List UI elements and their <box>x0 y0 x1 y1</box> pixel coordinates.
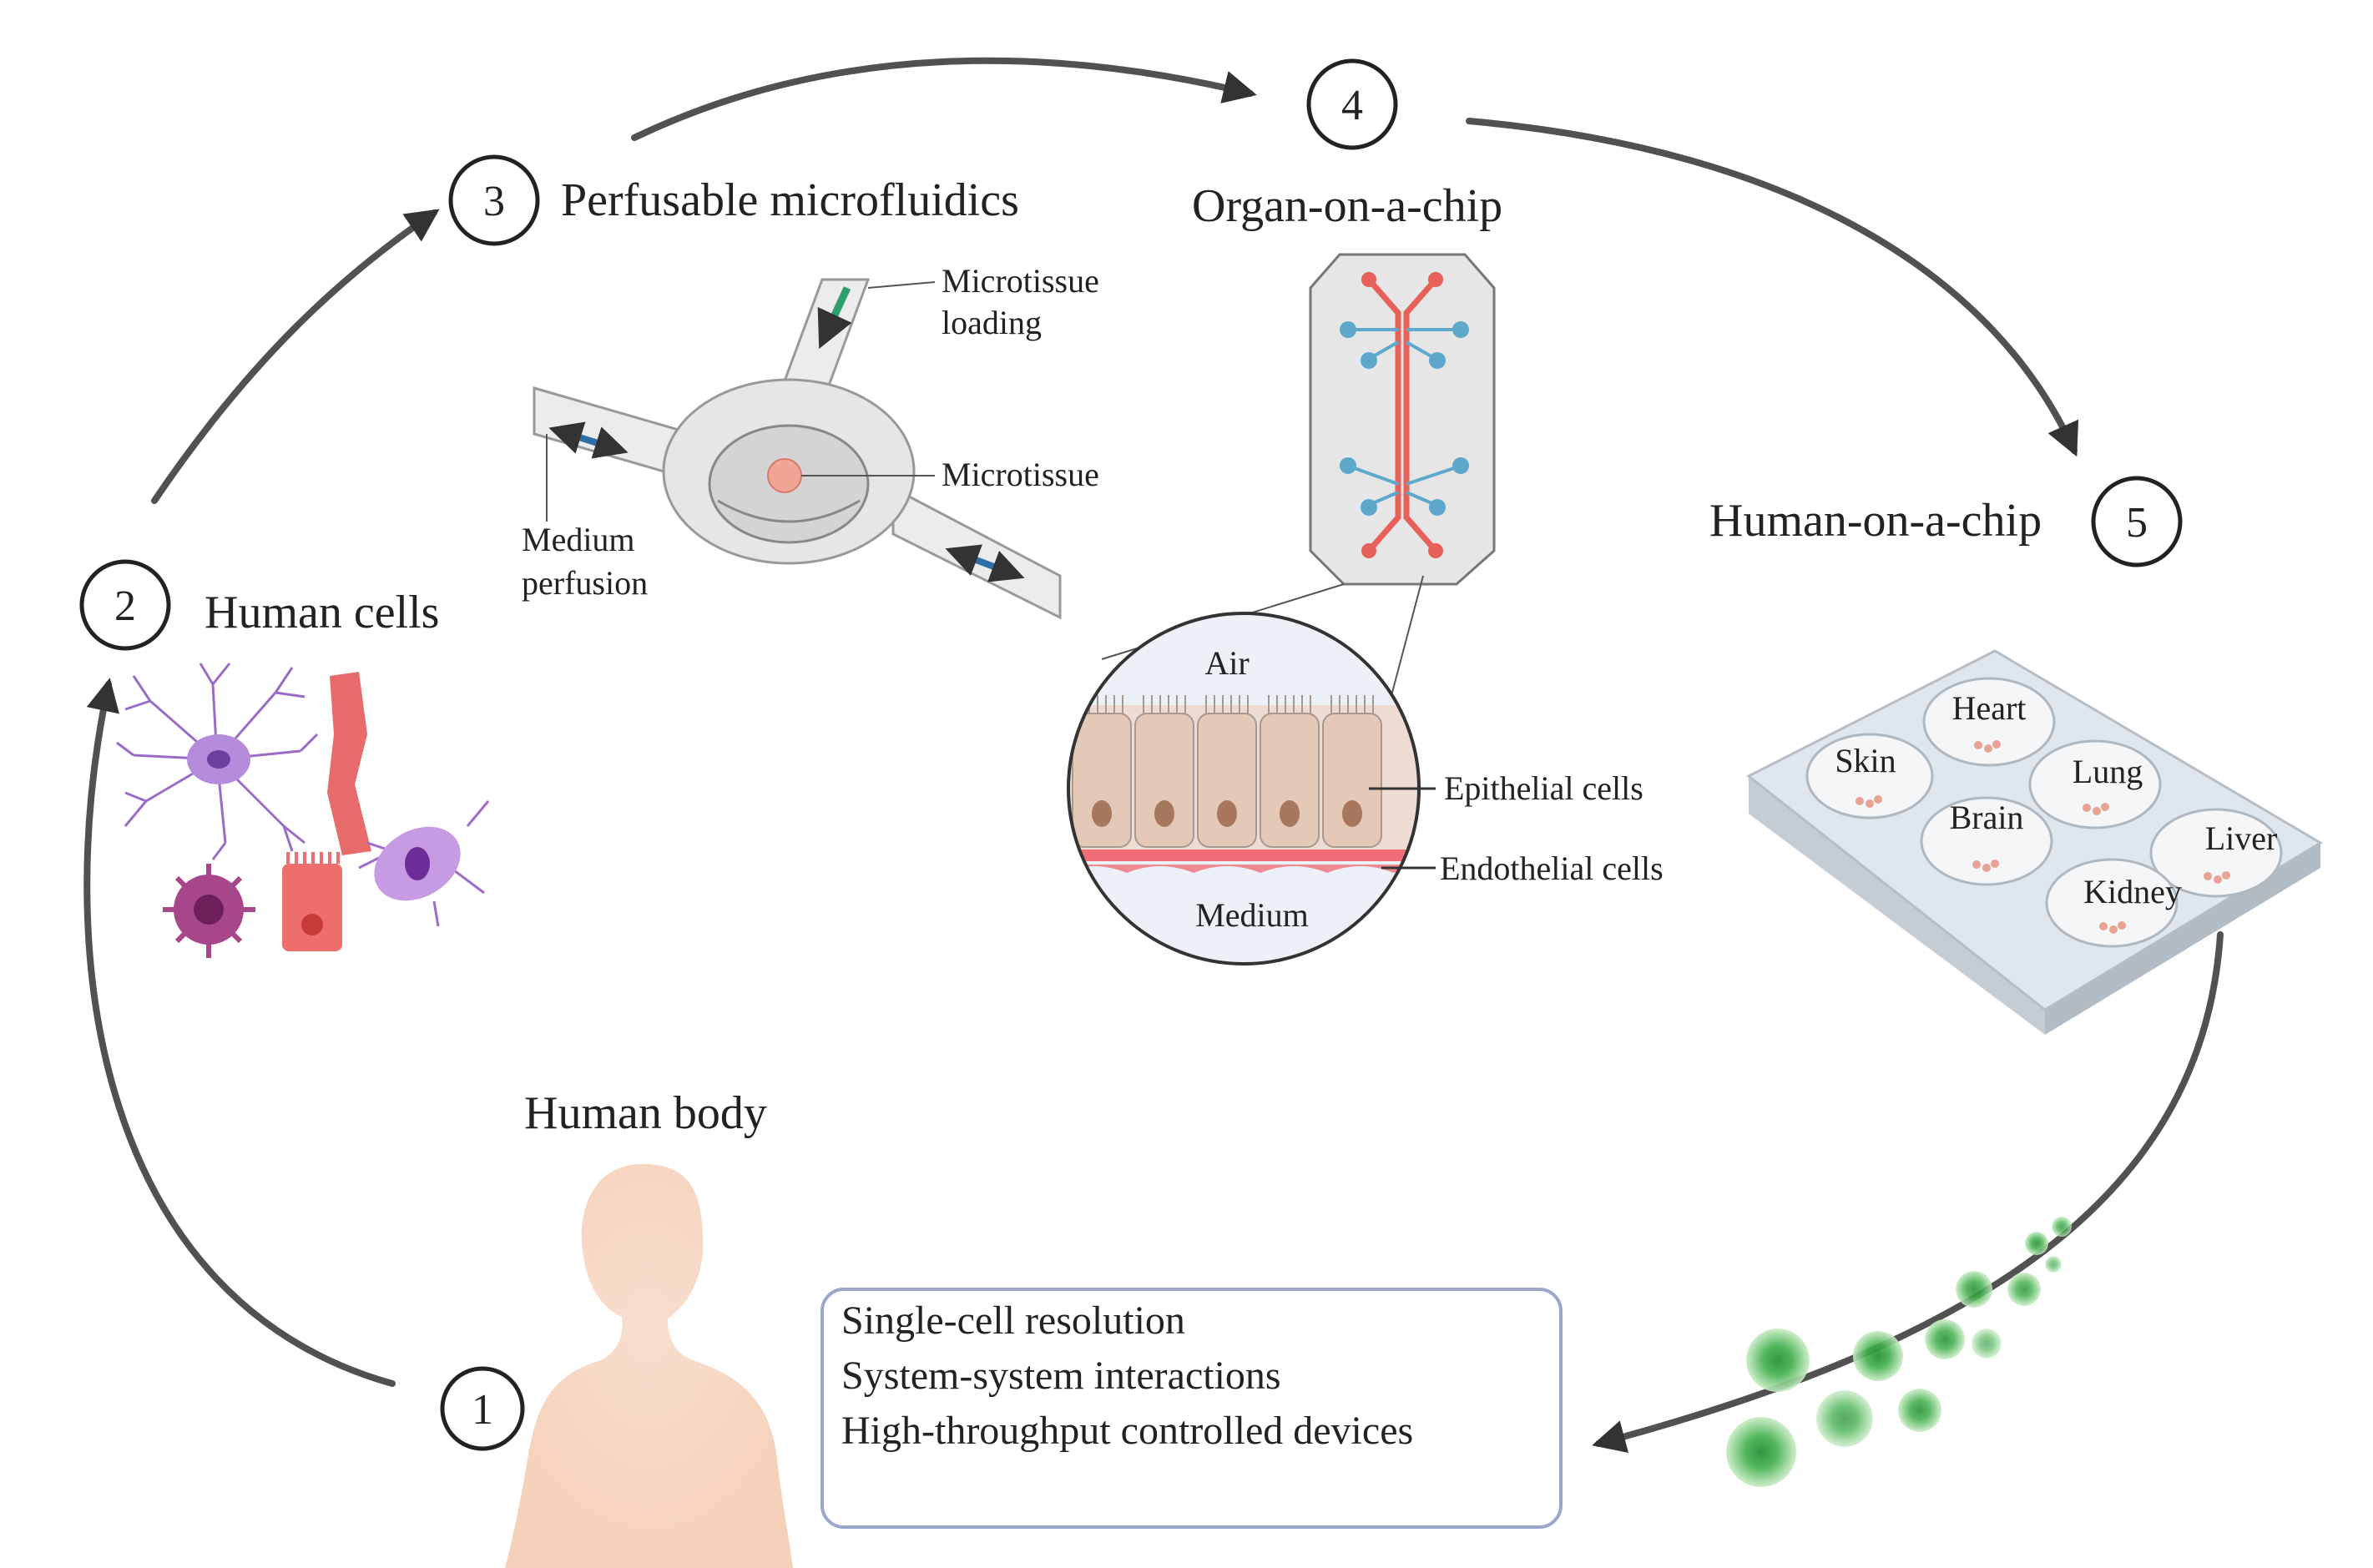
well-brain <box>1920 796 2053 886</box>
epithelial-cells-label: Epithelial cells <box>1444 769 1643 807</box>
well-lung <box>2028 739 2162 829</box>
organ-skin-label: Skin <box>1835 742 1896 779</box>
step-1-label: Human body <box>524 1087 767 1139</box>
tissue-cross-section <box>1068 613 1419 964</box>
step-5-badge: 5 <box>2091 476 2183 567</box>
step-3-badge: 3 <box>448 154 540 246</box>
microtissue-loading-label-2: loading <box>942 304 1042 341</box>
organ-chip-illustration <box>1067 253 1496 966</box>
step-5-number: 5 <box>2126 499 2148 547</box>
organ-lung-label: Lung <box>2073 753 2143 790</box>
outcome-item: High-throughput controlled devices <box>841 1409 1414 1453</box>
well-liver <box>2149 808 2283 898</box>
step-2-label: Human cells <box>204 587 439 638</box>
arrow-5-to-outcomes <box>1592 931 2224 1454</box>
green-cells-illustration <box>1726 1217 2072 1487</box>
step-1-number: 1 <box>472 1386 493 1434</box>
step-4-number: 4 <box>1341 82 1363 129</box>
chip-body <box>1309 253 1496 586</box>
human-chip-plate <box>1746 649 2323 1035</box>
cycle-arrows <box>83 57 2224 1454</box>
organ-brain-label: Brain <box>1950 799 2024 836</box>
organ-kidney-label: Kidney <box>2083 873 2182 910</box>
organ-liver-label: Liver <box>2205 819 2278 857</box>
outcomes-list: Single-cell resolution System-system int… <box>841 1293 1559 1459</box>
left-flow-arrow <box>548 421 629 459</box>
loading-flow-arrow <box>817 286 852 350</box>
medium-perfusion-label-2: perfusion <box>522 564 648 602</box>
outcome-item: System-system interactions <box>841 1354 1281 1398</box>
outcomes-box <box>820 1288 1563 1529</box>
microtissue-label: Microtissue <box>942 456 1099 493</box>
right-flow-arrow <box>945 544 1025 582</box>
step-4-label: Organ-on-a-chip <box>1192 180 1502 232</box>
step-3-number: 3 <box>483 178 505 225</box>
microtissue-loading-label-1: Microtissue <box>942 262 1099 300</box>
medium-label: Medium <box>1195 896 1309 934</box>
arrow-3-to-4 <box>631 57 1257 141</box>
air-label: Air <box>1204 644 1249 682</box>
outcome-item: Single-cell resolution <box>841 1298 1185 1343</box>
right-channel <box>891 486 1062 620</box>
muscle-cell-icon <box>327 672 371 855</box>
step-2-number: 2 <box>114 582 136 630</box>
well-kidney <box>2045 858 2179 948</box>
step-3-label: Perfusable microfluidics <box>561 174 1019 226</box>
microfluidics-illustration <box>533 278 1062 620</box>
step-2-badge: 2 <box>79 559 171 651</box>
step-1-badge: 1 <box>440 1366 525 1451</box>
medium-perfusion-label-1: Medium <box>522 521 635 558</box>
microtissue-sphere <box>767 458 802 493</box>
step-4-badge: 4 <box>1306 58 1398 150</box>
epithelial-cell-icon <box>282 852 342 951</box>
arrow-1-to-2 <box>83 678 396 1387</box>
human-cells-illustration <box>116 663 490 958</box>
organ-heart-label: Heart <box>1952 689 2027 727</box>
arrow-2-to-3 <box>151 209 440 504</box>
fibroblast-cell-icon <box>358 800 490 927</box>
immune-cell-icon <box>163 864 255 958</box>
well-skin <box>1805 733 1934 819</box>
endothelial-cells-label: Endothelial cells <box>1440 850 1664 887</box>
arrow-4-to-5 <box>1466 118 2079 457</box>
well-heart <box>1922 677 2056 767</box>
human-body-illustration <box>505 1164 793 1568</box>
step-5-label: Human-on-a-chip <box>1709 495 2042 547</box>
